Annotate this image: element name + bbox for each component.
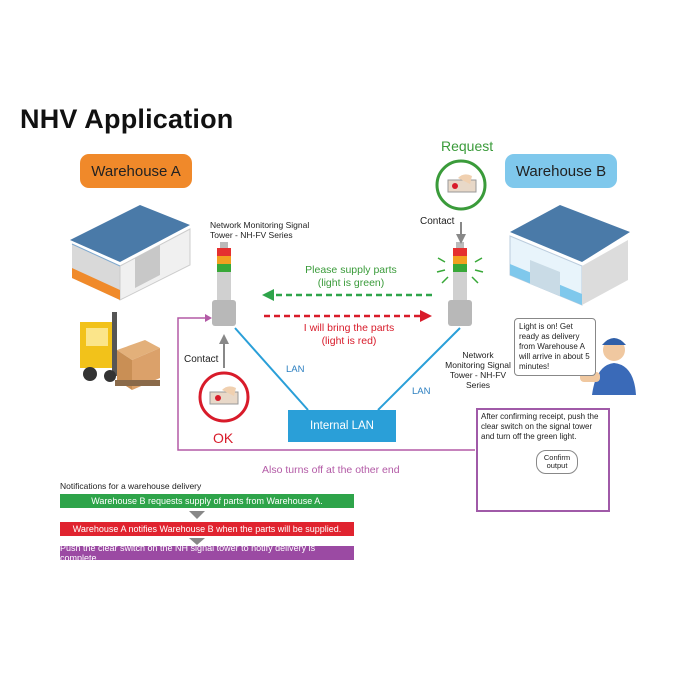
ok-label: OK (213, 430, 234, 446)
notification-step-1: Warehouse B requests supply of parts fro… (60, 494, 354, 508)
lan-line-left (234, 327, 309, 411)
confirm-output-bubble: Confirm output (536, 450, 578, 474)
warehouse-a-building (70, 205, 191, 301)
warehouse-b-badge: Warehouse B (505, 154, 617, 188)
delivery-speech-bubble: Light is on! Get ready as delivery from … (514, 318, 596, 376)
notifications-title: Notifications for a warehouse delivery (60, 481, 202, 491)
clear-signal-line (177, 317, 475, 451)
request-switch-circle (435, 159, 487, 211)
step-arrow-1 (189, 511, 205, 519)
request-label: Request (441, 138, 494, 154)
page-title: NHV Application (20, 104, 234, 134)
step-arrow-2 (189, 538, 205, 545)
lan-label-left: LAN (286, 364, 305, 375)
internal-lan-box: Internal LAN (288, 410, 396, 442)
signal-tower-b (436, 242, 484, 326)
worker-b-illustration (580, 338, 636, 395)
tower-b-label: Network Monitoring Signal Tower - NH-FV … (445, 350, 511, 390)
ok-switch-circle (198, 371, 250, 423)
confirm-info-text: After confirming receipt, push the clear… (481, 412, 599, 441)
contact-label-a: Contact (184, 354, 219, 365)
red-message: I will bring the parts (light is red) (303, 322, 395, 347)
green-message: Please supply parts (light is green) (305, 264, 397, 289)
also-turns-off-label: Also turns off at the other end (262, 464, 400, 476)
warehouse-b-building (509, 205, 630, 306)
forklift-illustration (80, 312, 160, 390)
notification-step-2: Warehouse A notifies Warehouse B when th… (60, 522, 354, 536)
tower-a-label: Network Monitoring Signal Tower - NH-FV … (210, 220, 310, 240)
signal-tower-a (212, 242, 236, 326)
warehouse-a-badge: Warehouse A (80, 154, 192, 188)
notification-step-3: Push the clear switch on the NH signal t… (60, 543, 354, 563)
lan-line-right (377, 327, 461, 411)
lan-label-right: LAN (412, 386, 431, 397)
contact-label-b: Contact (420, 216, 455, 227)
